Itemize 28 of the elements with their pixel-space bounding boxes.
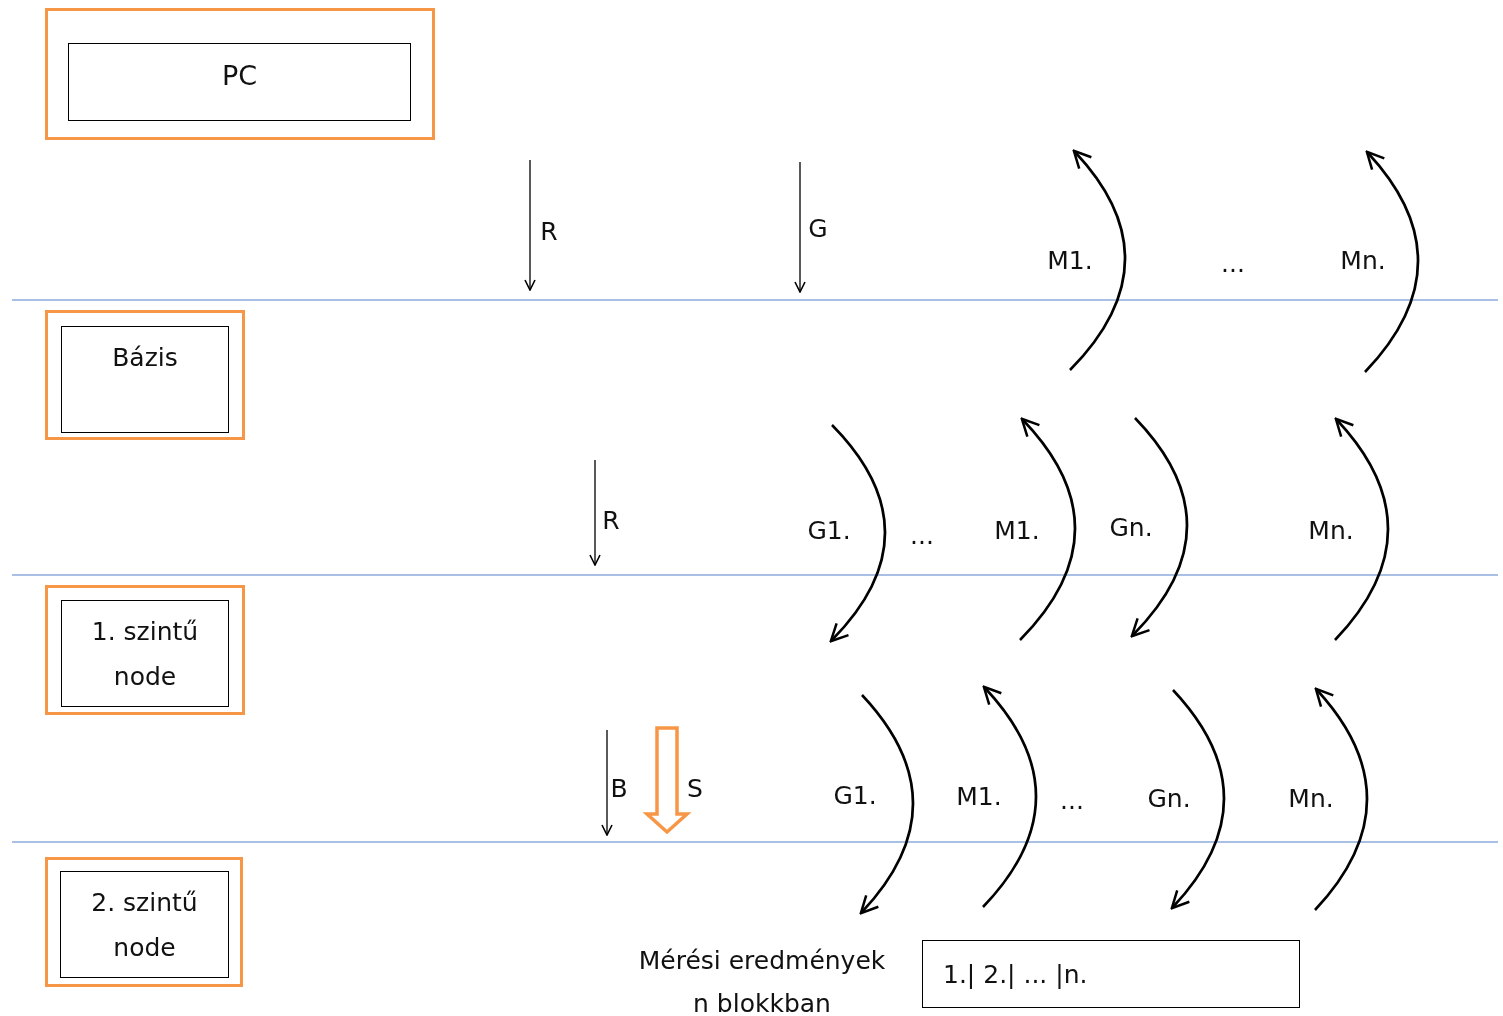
arrow-label: R <box>540 216 558 246</box>
arrow-label: B <box>610 773 628 803</box>
process-box: 2. szintű node <box>60 871 229 978</box>
arrow-label: R <box>602 505 620 535</box>
frame-box <box>45 585 245 715</box>
frame-box <box>45 8 435 140</box>
arrow-label: Mn. <box>1308 515 1354 545</box>
arrow-label: Gn. <box>1109 512 1153 542</box>
arrow-label: G <box>808 213 828 243</box>
arrow-label: Mn. <box>1340 245 1386 275</box>
process-box: PC <box>68 43 411 121</box>
frame-box <box>45 310 245 440</box>
arrow-label: Gn. <box>1147 783 1191 813</box>
process-box: 1. szintű node <box>61 600 229 707</box>
ellipsis-text: ... <box>910 520 934 550</box>
result-block-box: 1.| 2.| ... |n. <box>922 940 1300 1008</box>
arrow-label: Mn. <box>1288 783 1334 813</box>
ellipsis-text: ... <box>1060 785 1084 815</box>
arrow-label: G1. <box>807 515 851 545</box>
frame-box <box>45 857 243 987</box>
note-text: Mérési eredmények n blokkban <box>637 944 887 1016</box>
arrow-label: M1. <box>1047 245 1093 275</box>
ellipsis-text: ... <box>1221 248 1245 278</box>
process-box: Bázis <box>61 326 229 433</box>
arrow-label: S <box>687 773 703 803</box>
arrow-label: M1. <box>956 781 1002 811</box>
arrow-label: G1. <box>833 780 877 810</box>
arrow-label: M1. <box>994 515 1040 545</box>
